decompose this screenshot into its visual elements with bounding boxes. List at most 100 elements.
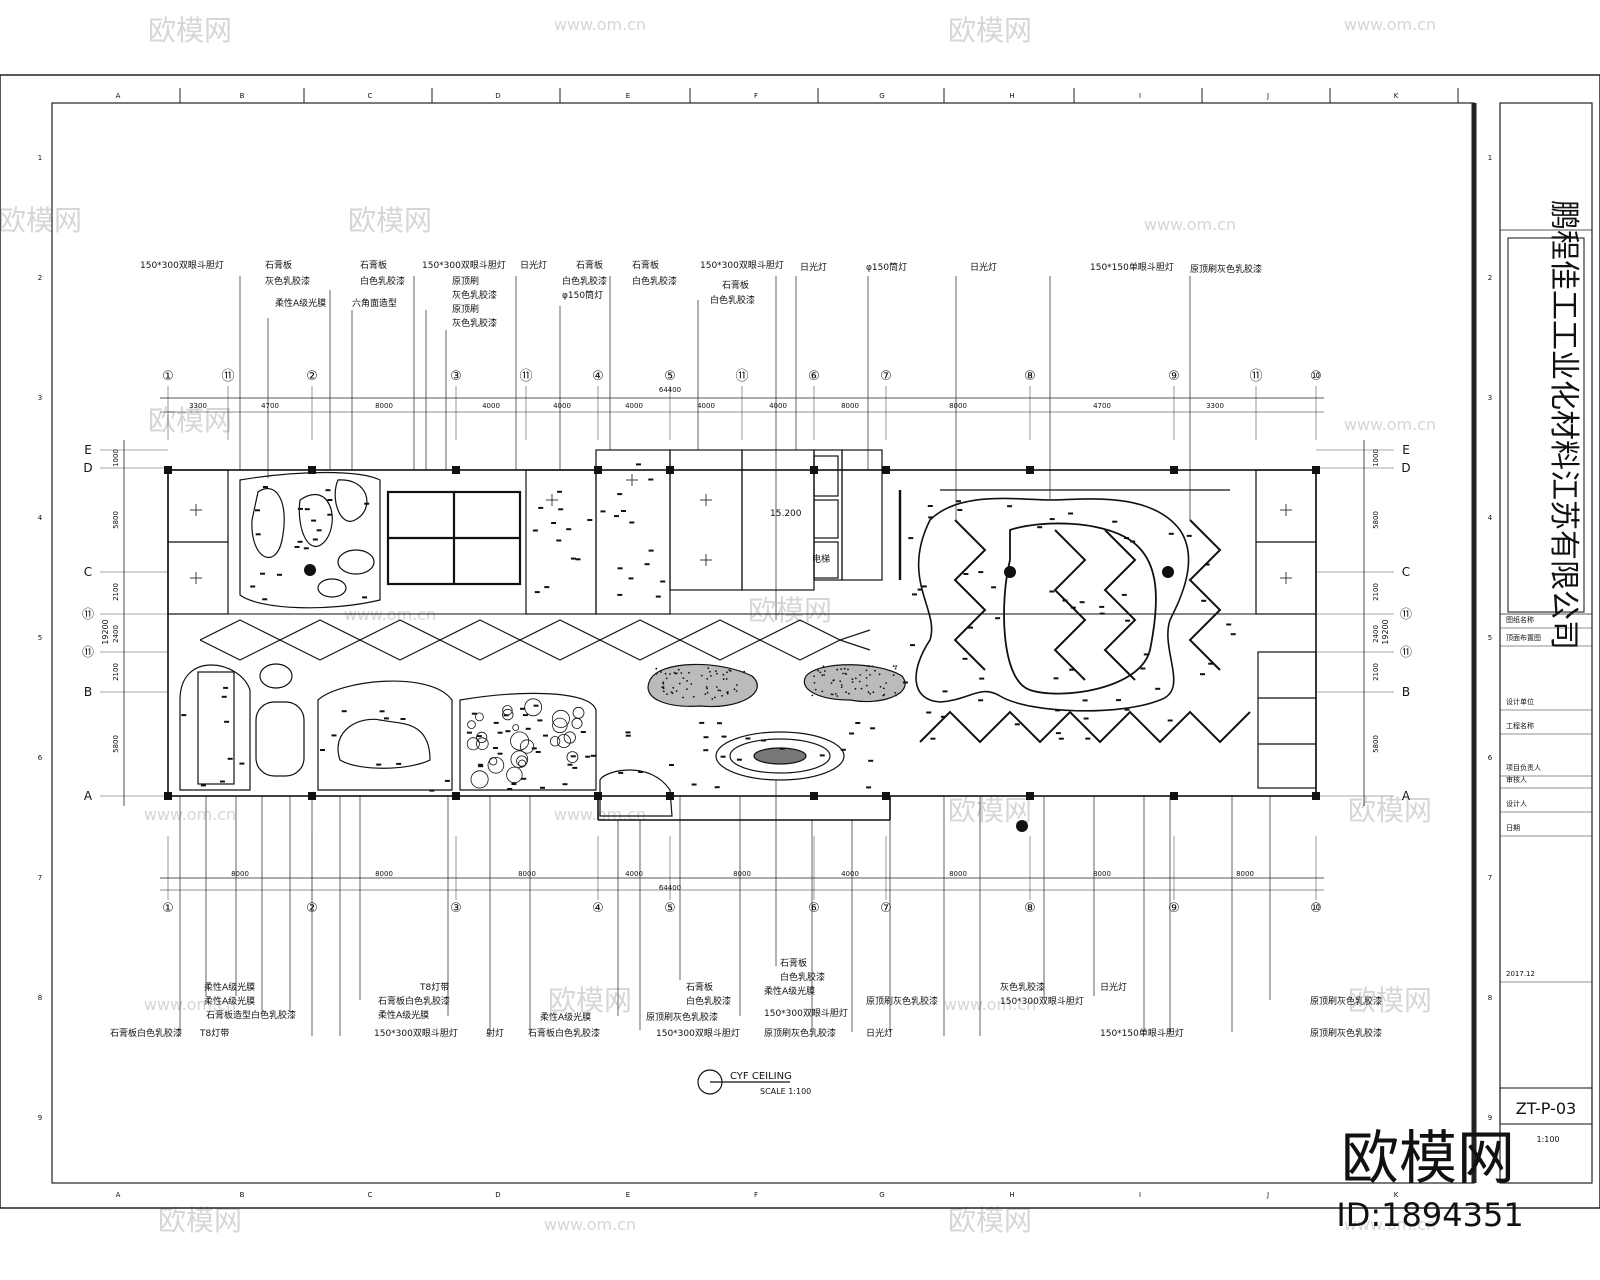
frame-number-left: 4 (38, 514, 43, 522)
annotation-top: 石膏板 (576, 259, 603, 271)
watermark-url: www.om.cn (544, 1215, 636, 1234)
grid-row-right: D (1401, 461, 1410, 475)
dim-side-right: 1000 (1372, 449, 1380, 467)
watermark-brand: 欧模网 (0, 204, 82, 237)
dim-top: 3300 (1206, 402, 1224, 410)
annotation-bottom: 日光灯 (866, 1027, 893, 1039)
frame-letter-bottom: F (754, 1191, 758, 1199)
dim-total-top: 64400 (659, 386, 681, 394)
dim-top: 4700 (261, 402, 279, 410)
frame-number-left: 9 (38, 1114, 42, 1122)
annotation-top: 原顶刷 (452, 304, 479, 315)
frame-number-left: 8 (38, 994, 42, 1002)
annotation-top: 石膏板 (632, 259, 659, 271)
grid-col-top: ⑪ (735, 369, 748, 384)
annotation-bottom: 柔性A级光膜 (540, 1011, 591, 1023)
watermark-url: www.om.cn (1344, 15, 1436, 34)
frame-letter-top: B (240, 92, 245, 100)
grid-col-bottom: ③ (450, 901, 462, 916)
dim-bottom: 4000 (625, 870, 643, 878)
dim-bottom: 8000 (733, 870, 751, 878)
annotation-bottom: 石膏板白色乳胶漆 (528, 1027, 600, 1039)
annotation-bottom: 柔性A级光膜 (204, 981, 255, 993)
frame-letter-top: I (1139, 92, 1141, 100)
annotation-bottom: 柔性A级光膜 (204, 995, 255, 1007)
annotation-bottom: 原顶刷灰色乳胶漆 (1310, 1027, 1382, 1039)
area-label: 15.200 (770, 509, 802, 519)
annotation-top: 原顶刷 (452, 276, 479, 287)
annotation-top: 白色乳胶漆 (562, 275, 607, 287)
grid-row-right: B (1402, 685, 1410, 699)
annotation-bottom: 原顶刷灰色乳胶漆 (646, 1011, 718, 1023)
drawing-frame (0, 74, 1600, 1209)
frame-letter-top: A (116, 92, 121, 100)
watermark-brand: 欧模网 (1348, 984, 1432, 1017)
watermark-url: www.om.cn (144, 995, 236, 1014)
grid-col-bottom: ⑤ (664, 901, 676, 916)
grid-row-left: B (84, 685, 92, 699)
grid-col-top: ⑤ (664, 369, 676, 384)
grid-row-right: ⑪ (1400, 645, 1412, 659)
dim-side-left: 2400 (112, 625, 120, 643)
dim-top: 8000 (949, 402, 967, 410)
grid-row-right: A (1402, 789, 1411, 803)
ceiling-features (167, 449, 1317, 817)
annotation-bottom: 150*300双眼斗胆灯 (1000, 996, 1084, 1007)
dim-top: 4000 (482, 402, 500, 410)
watermark-url: www.om.cn (1344, 1215, 1436, 1234)
annotation-bottom: 150*300双眼斗胆灯 (374, 1028, 458, 1039)
frame-letter-bottom: K (1394, 1191, 1399, 1199)
frame-number-left: 1 (38, 154, 42, 162)
annotation-top: 150*300双眼斗胆灯 (422, 260, 506, 271)
grid-col-bottom: ⑥ (808, 901, 820, 916)
annotation-top: 日光灯 (520, 259, 547, 271)
dim-total-left: 19200 (101, 619, 110, 644)
grid-col-top: ③ (450, 369, 462, 384)
annotation-bottom: T8灯带 (419, 982, 449, 993)
title-block-row: 设计人 (1506, 799, 1527, 808)
annotation-bottom: 150*300双眼斗胆灯 (656, 1028, 740, 1039)
grid-row-left: ⑪ (82, 645, 94, 659)
grid-col-top: ⑥ (808, 369, 820, 384)
watermark-brand: 欧模网 (148, 404, 232, 437)
watermark-url: www.om.cn (1144, 215, 1236, 234)
frame-letter-top: C (368, 92, 373, 100)
grid-row-left: D (83, 461, 92, 475)
grid-col-bottom: ⑦ (880, 901, 892, 916)
frame-letter-top: E (626, 92, 630, 100)
dim-total-right: 19200 (1381, 619, 1390, 644)
company-name: 鹏程佳工工业化材料江苏有限公司 (1546, 200, 1581, 650)
dim-top: 8000 (841, 402, 859, 410)
grid-row-left: C (84, 565, 92, 579)
grid-col-top: ⑧ (1024, 369, 1036, 384)
title-block-row: 审核人 (1506, 775, 1527, 784)
watermark-url: www.om.cn (144, 805, 236, 824)
annotation-top: 石膏板 (265, 259, 292, 271)
dim-bottom: 8000 (518, 870, 536, 878)
dim-bottom: 4000 (841, 870, 859, 878)
dim-bottom: 8000 (1236, 870, 1254, 878)
frame-letter-bottom: I (1139, 1191, 1141, 1199)
dim-bottom: 8000 (1093, 870, 1111, 878)
watermark-brand: 欧模网 (948, 14, 1032, 47)
annotation-bottom: 灰色乳胶漆 (1000, 981, 1045, 993)
dim-top: 4700 (1093, 402, 1111, 410)
watermark-brand: 欧模网 (748, 594, 832, 627)
grid-col-top: ④ (592, 369, 604, 384)
plan-scale-text: SCALE 1:100 (760, 1087, 811, 1096)
annotation-bottom: 150*150单眼斗胆灯 (1100, 1027, 1184, 1039)
annotation-bottom: T8灯带 (199, 1028, 229, 1039)
watermark-url: www.om.cn (1344, 415, 1436, 434)
dim-side-right: 2100 (1372, 583, 1380, 601)
dim-side-left: 1000 (112, 449, 120, 467)
annotation-top: 150*300双眼斗胆灯 (700, 260, 784, 271)
big-watermark: 欧模网 ID:1894351 (1336, 1124, 1523, 1234)
frame-letter-bottom: J (1266, 1191, 1269, 1199)
dim-top: 4000 (697, 402, 715, 410)
watermark-brand: 欧模网 (1348, 794, 1432, 827)
frame-number-right: 1 (1488, 154, 1492, 162)
annotation-bottom: 石膏板白色乳胶漆 (378, 995, 450, 1007)
